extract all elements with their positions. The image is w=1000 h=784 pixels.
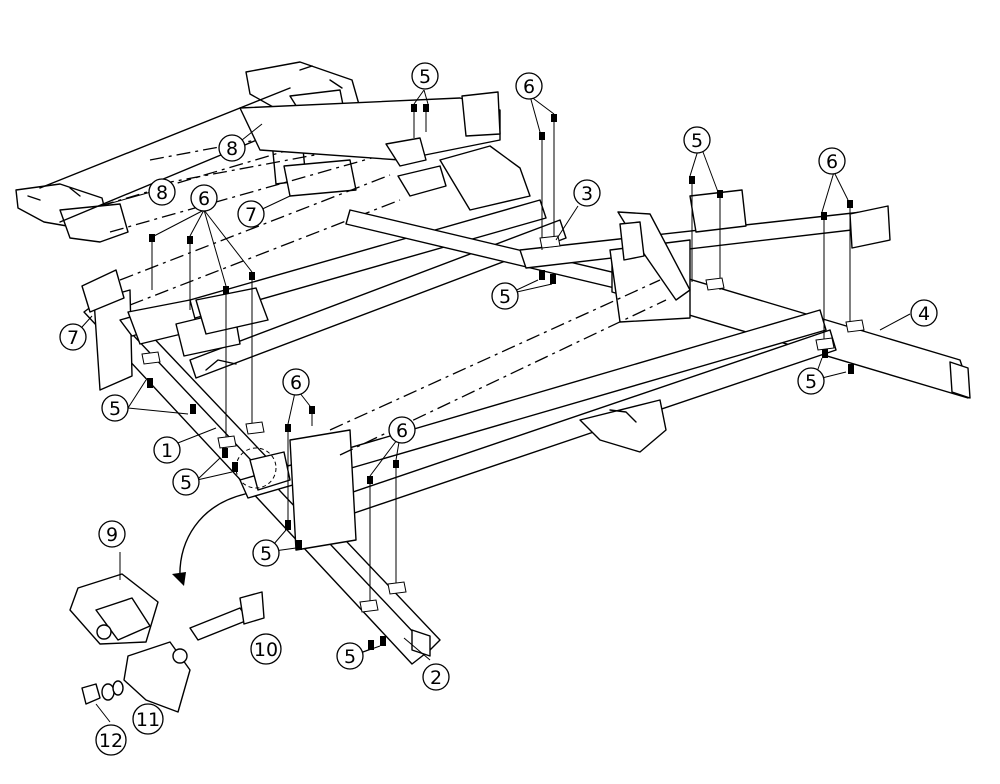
svg-text:6: 6	[198, 188, 210, 210]
svg-text:5: 5	[344, 646, 356, 668]
callout-4: 4	[910, 299, 938, 327]
svg-text:5: 5	[180, 472, 192, 494]
svg-text:6: 6	[826, 151, 838, 173]
callout-5: 5	[683, 126, 711, 154]
svg-text:6: 6	[290, 372, 302, 394]
callout-6: 6	[818, 147, 846, 175]
svg-text:5: 5	[419, 66, 431, 88]
callout-5: 5	[172, 468, 200, 496]
svg-text:5: 5	[499, 286, 511, 308]
callout-7: 7	[59, 323, 87, 351]
callout-1: 1	[153, 436, 181, 464]
svg-text:9: 9	[106, 524, 118, 546]
svg-text:1: 1	[161, 440, 173, 462]
callout-5: 5	[101, 394, 129, 422]
callout-7: 7	[237, 200, 265, 228]
svg-text:5: 5	[691, 130, 703, 152]
svg-text:7: 7	[67, 327, 79, 349]
svg-text:7: 7	[245, 204, 257, 226]
svg-text:11: 11	[136, 709, 160, 731]
hitch-pin-detail	[69, 493, 265, 713]
callout-6: 6	[388, 416, 416, 444]
rear-hitch-assembly	[15, 61, 501, 306]
callout-2: 2	[422, 663, 450, 691]
callout-5: 5	[411, 62, 439, 90]
callout-8: 8	[218, 134, 246, 162]
svg-text:10: 10	[254, 639, 278, 661]
callout-5: 5	[491, 282, 519, 310]
callouts: 1 2 3 4 5 5 5 5 5 5 5 5 5 6 6 6 6 6 6 7 …	[59, 62, 938, 756]
callout-6: 6	[190, 184, 218, 212]
svg-text:5: 5	[260, 543, 272, 565]
callout-12: 12	[95, 724, 127, 756]
svg-text:6: 6	[523, 76, 535, 98]
svg-text:3: 3	[581, 183, 593, 205]
lower-frame-rails	[235, 279, 837, 551]
callout-8: 8	[148, 178, 176, 206]
svg-text:6: 6	[396, 420, 408, 442]
callout-5: 5	[336, 642, 364, 670]
callout-6: 6	[282, 368, 310, 396]
svg-text:4: 4	[918, 303, 930, 325]
callout-3: 3	[573, 179, 601, 207]
callout-6: 6	[515, 72, 543, 100]
svg-text:2: 2	[430, 667, 442, 689]
svg-text:5: 5	[805, 371, 817, 393]
callout-11: 11	[132, 703, 164, 735]
svg-text:12: 12	[99, 730, 123, 752]
svg-text:8: 8	[226, 138, 238, 160]
callout-9: 9	[98, 520, 126, 548]
bolts-and-nuts	[141, 104, 865, 650]
svg-text:5: 5	[109, 398, 121, 420]
callout-5: 5	[797, 367, 825, 395]
callout-5: 5	[252, 539, 280, 567]
callout-10: 10	[250, 633, 282, 665]
svg-text:8: 8	[156, 182, 168, 204]
